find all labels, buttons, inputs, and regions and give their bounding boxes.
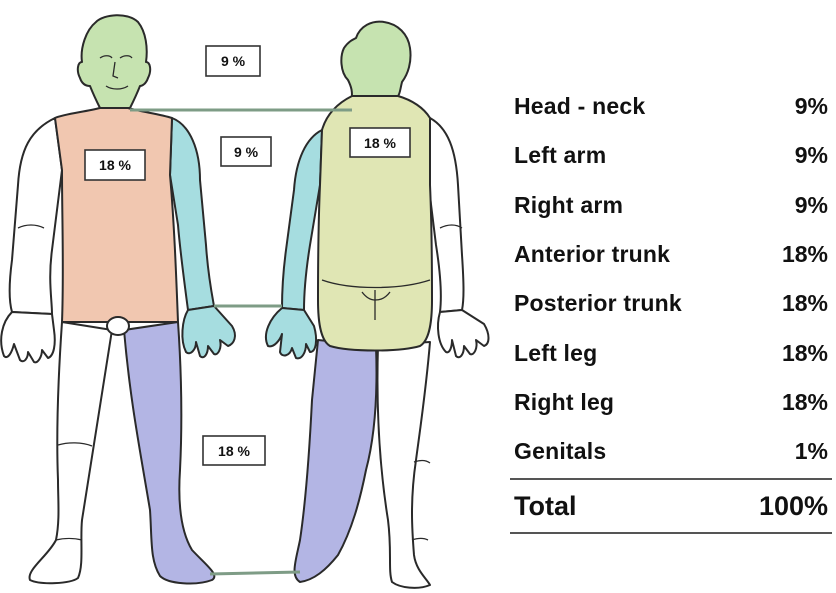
region-percentage: 18% [781, 339, 828, 366]
table-row: Posterior trunk 18% [510, 279, 832, 328]
label-leg-front: 18 % [202, 435, 266, 466]
body-surface-diagram: 9 % 9 % 18 % 18 % [0, 14, 490, 589]
region-percentage: 9% [794, 191, 828, 218]
region-name: Left arm [514, 142, 607, 169]
region-name: Anterior trunk [514, 241, 671, 268]
svg-text:18 %: 18 % [364, 135, 396, 151]
table-row: Anterior trunk 18% [510, 230, 832, 279]
front-right-leg [123, 321, 216, 585]
table-row: Genitals 1% [510, 427, 832, 476]
region-percentage: 18% [781, 241, 828, 268]
percentage-table: Head - neck 9% Left arm 9% Right arm 9% Anteri… [510, 82, 832, 535]
region-name: Posterior trunk [514, 290, 682, 317]
back-posterior-trunk [317, 95, 433, 352]
region-percentage: 1% [794, 438, 828, 465]
total-value: 100% [758, 490, 828, 521]
back-right-arm [427, 117, 465, 313]
table-row: Right arm 9% [510, 181, 832, 230]
back-head-neck [340, 20, 412, 97]
total-divider [510, 478, 832, 481]
leg-connector [209, 570, 301, 576]
front-anterior-trunk [54, 107, 179, 323]
front-genitals [106, 316, 130, 336]
front-head-neck [76, 14, 152, 109]
region-name: Left leg [514, 339, 598, 366]
label-trunk-back: 18 % [349, 127, 411, 158]
front-figure: 9 % 9 % 18 % 18 % [0, 14, 272, 585]
region-percentage: 9% [794, 142, 828, 169]
region-name: Right arm [514, 191, 624, 218]
front-left-hand [181, 305, 236, 359]
svg-text:9 %: 9 % [234, 144, 259, 160]
bottom-divider [510, 532, 832, 535]
table-row: Head - neck 9% [510, 82, 832, 131]
table-row: Left leg 18% [510, 328, 832, 377]
front-right-hand [0, 311, 56, 364]
front-left-arm [169, 117, 215, 311]
total-row: Total 100% [510, 480, 832, 532]
back-figure: 18 % [264, 20, 490, 589]
svg-text:18 %: 18 % [218, 443, 250, 459]
label-trunk-front: 18 % [84, 149, 146, 181]
region-name: Genitals [514, 438, 607, 465]
svg-text:9 %: 9 % [221, 53, 246, 69]
region-name: Right leg [514, 388, 615, 415]
back-left-leg [376, 341, 431, 589]
svg-text:18 %: 18 % [99, 157, 131, 173]
back-left-hand [264, 307, 318, 360]
front-right-arm [8, 117, 63, 315]
label-head-front: 9 % [205, 45, 261, 77]
table-row: Left arm 9% [510, 131, 832, 180]
back-right-leg [293, 339, 378, 583]
total-label: Total [514, 490, 577, 521]
back-left-arm [281, 129, 323, 311]
region-name: Head - neck [514, 93, 646, 120]
table-row: Right leg 18% [510, 378, 832, 427]
region-percentage: 18% [781, 290, 828, 317]
region-percentage: 9% [794, 93, 828, 120]
region-percentage: 18% [781, 388, 828, 415]
back-right-hand [437, 309, 490, 359]
label-arm-front: 9 % [220, 136, 272, 167]
front-left-leg [28, 321, 113, 585]
